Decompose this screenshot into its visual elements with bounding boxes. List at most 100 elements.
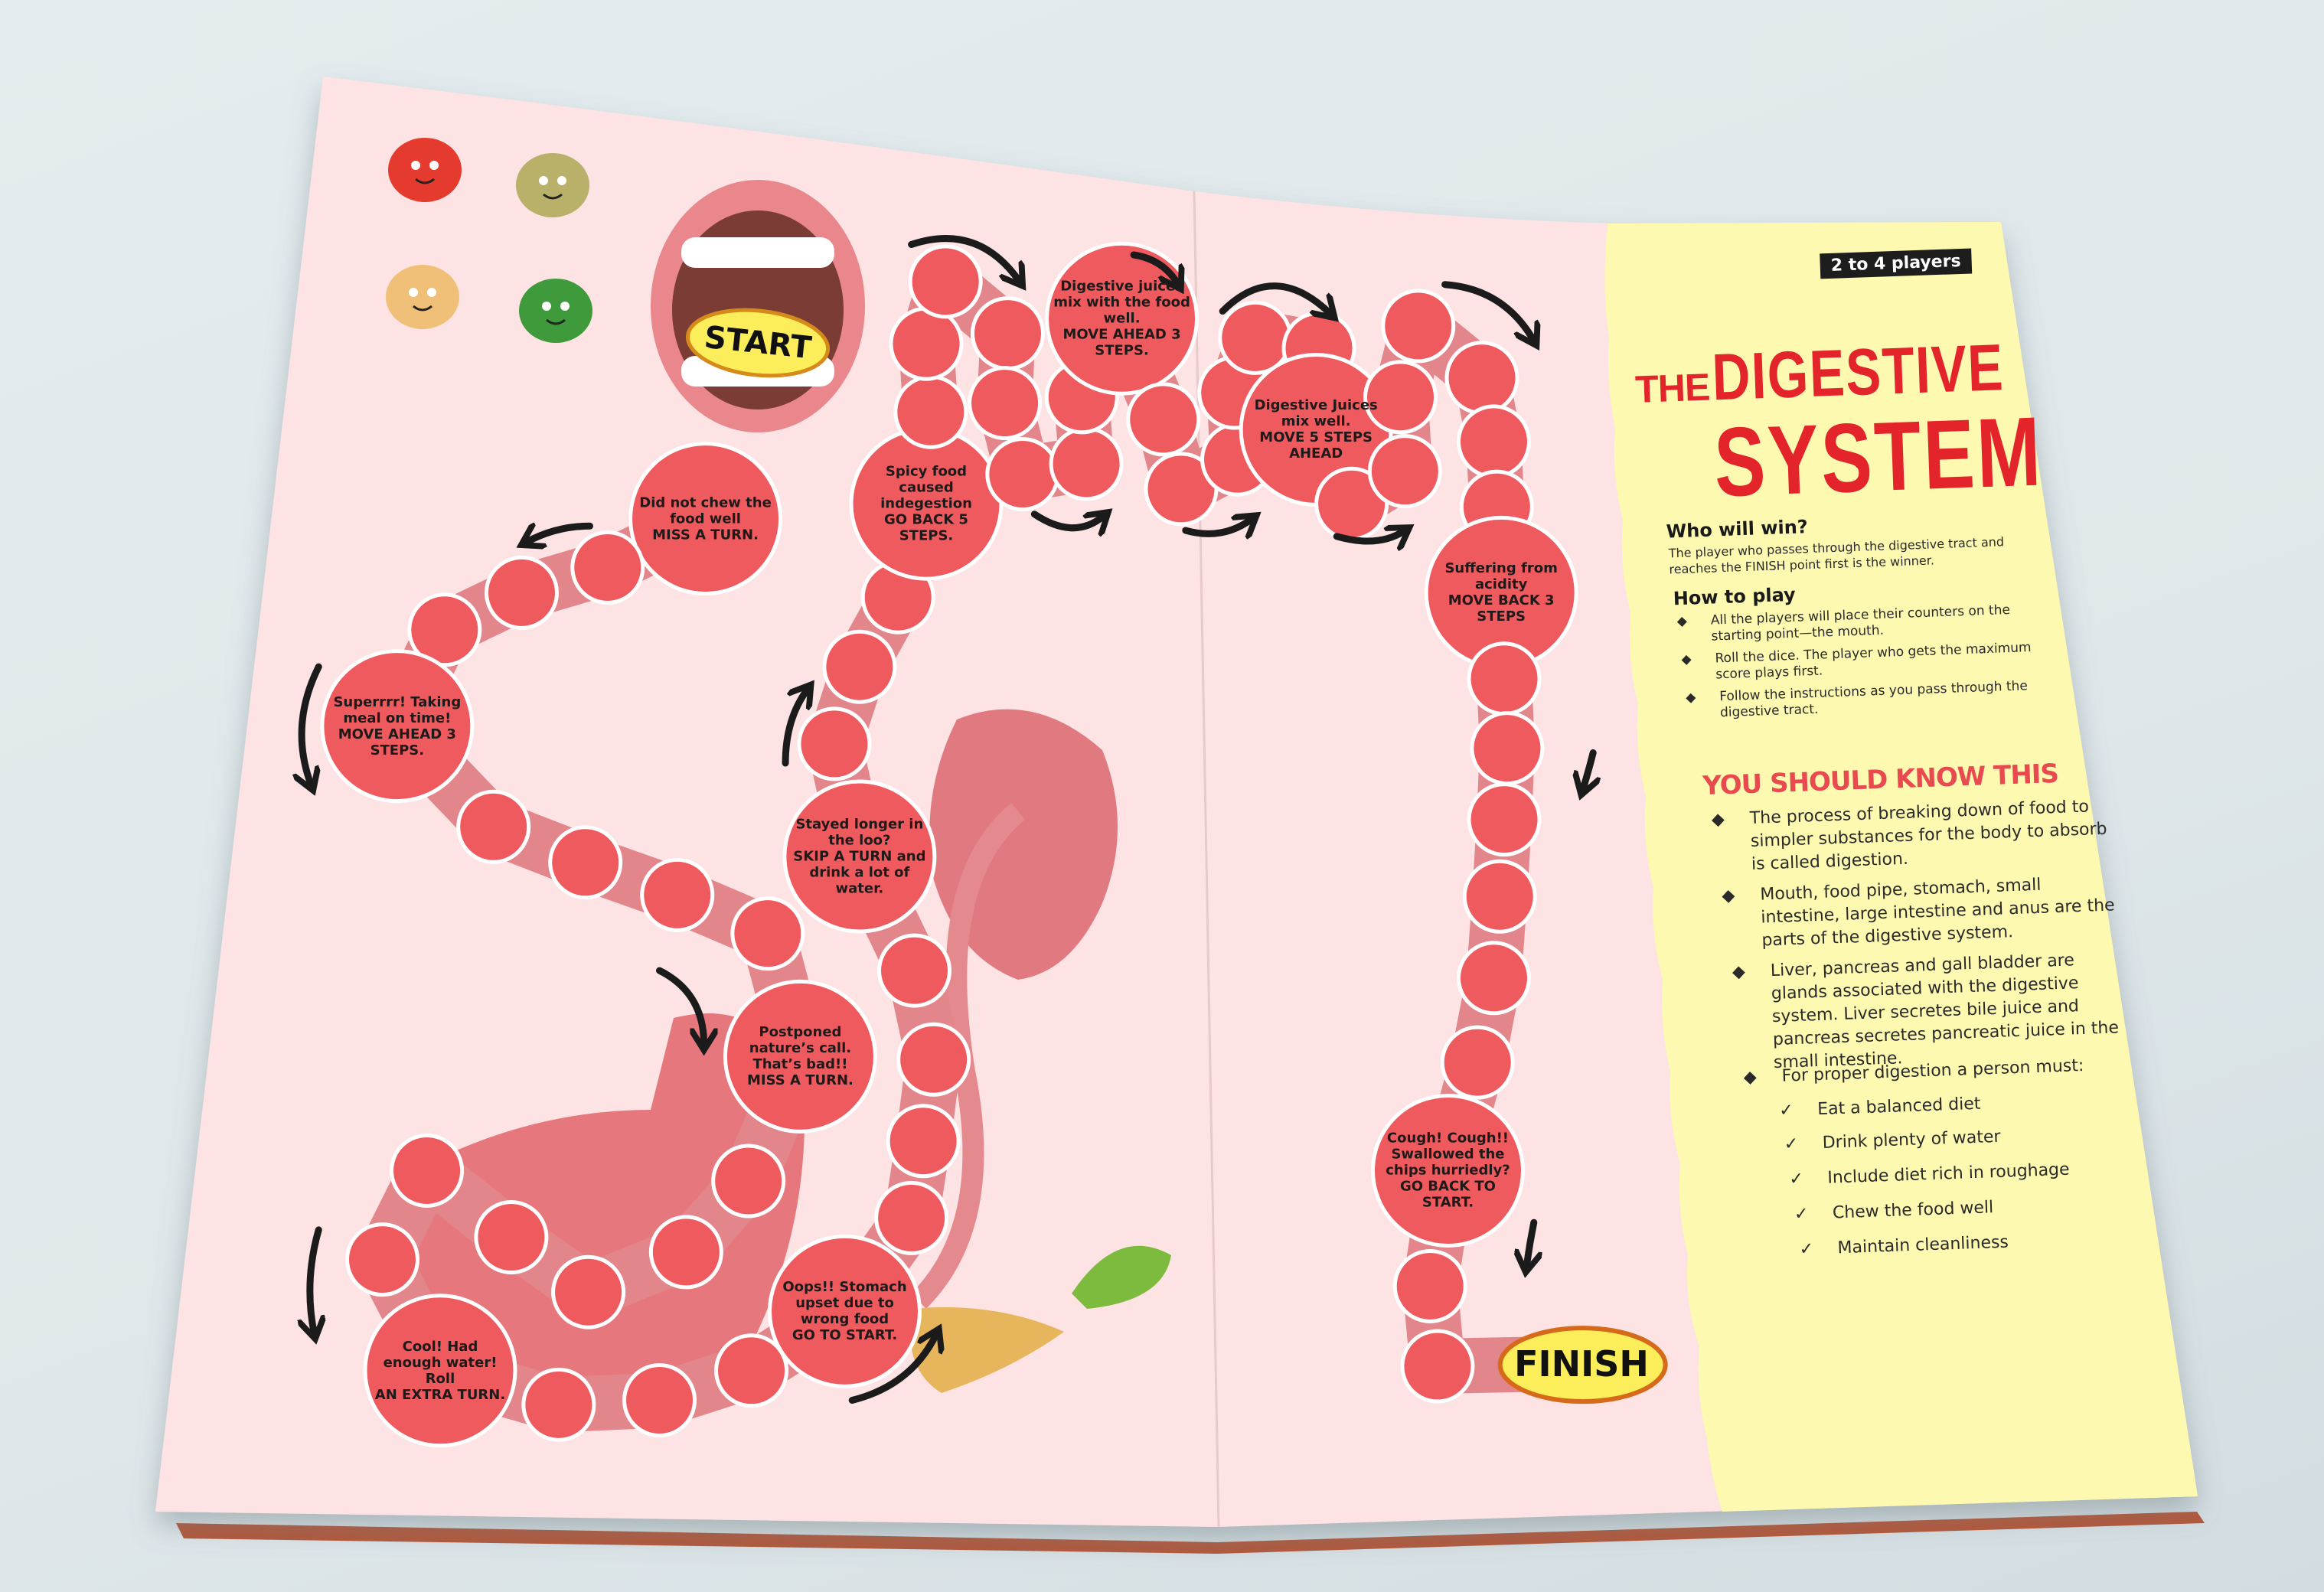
board-square[interactable] xyxy=(822,629,897,704)
board-square[interactable] xyxy=(1440,1025,1515,1100)
board-square[interactable] xyxy=(797,706,872,781)
square-text: Superrrr! Taking meal on time! xyxy=(333,693,462,726)
check-icon: ✓ xyxy=(1794,1204,1809,1225)
special-square[interactable] xyxy=(1370,1093,1525,1248)
bullet-icon: ◆ xyxy=(1681,651,1692,667)
board-square[interactable] xyxy=(886,1104,961,1179)
board-square[interactable] xyxy=(1367,434,1442,509)
special-square[interactable] xyxy=(782,779,937,934)
board-square[interactable] xyxy=(390,1133,465,1208)
upper-teeth xyxy=(681,237,834,268)
finish-oval[interactable] xyxy=(1497,1326,1668,1404)
board-square[interactable] xyxy=(1456,941,1531,1016)
board-square[interactable] xyxy=(1470,711,1545,786)
bullet-icon: ◆ xyxy=(1711,810,1725,830)
board-square[interactable] xyxy=(1049,426,1124,501)
finish-label[interactable]: FINISH xyxy=(1514,1343,1649,1385)
board-square[interactable] xyxy=(1462,859,1537,934)
stomach-pouch xyxy=(929,709,1118,980)
check-icon: ✓ xyxy=(1788,1169,1804,1189)
square-action: SKIP A TURN and drink a lot of water. xyxy=(793,848,926,897)
bullet-icon: ◆ xyxy=(1721,886,1735,906)
check-icon: ✓ xyxy=(1778,1101,1794,1121)
board-square[interactable] xyxy=(970,296,1045,371)
board-square[interactable] xyxy=(548,825,623,900)
special-square[interactable] xyxy=(320,649,475,804)
must-item-text: Eat a balanced diet xyxy=(1816,1094,1981,1120)
direction-arrow-icon xyxy=(908,235,1020,282)
special-square[interactable] xyxy=(628,442,783,596)
know-item: ◆ Mouth, food pipe, stomach, small intest… xyxy=(1722,871,2122,954)
square-action: MOVE BACK 3 STEPS xyxy=(1448,592,1555,625)
bullet-icon: ◆ xyxy=(1676,613,1688,630)
board-square[interactable] xyxy=(648,1215,723,1290)
board-square[interactable] xyxy=(896,1022,971,1097)
special-square-digestive-juices-3: Digestive juices mix with the food well.… xyxy=(1053,279,1191,359)
board-square[interactable] xyxy=(570,530,645,605)
board-square[interactable] xyxy=(407,592,482,667)
direction-arrow-icon xyxy=(1130,251,1178,285)
direction-arrow-icon xyxy=(1219,282,1330,315)
board-square[interactable] xyxy=(968,366,1043,441)
board-square[interactable] xyxy=(1467,641,1542,716)
square-text: Oops!! Stomach upset due to wrong food xyxy=(782,1279,907,1328)
board-square[interactable] xyxy=(1467,782,1542,857)
board-square[interactable] xyxy=(711,1143,786,1218)
board-square[interactable] xyxy=(908,244,983,319)
gall-bladder xyxy=(1072,1245,1171,1309)
bullet-icon: ◆ xyxy=(1732,962,1746,982)
know-item: ◆The process of breaking down of food to… xyxy=(1711,795,2111,878)
board-square[interactable] xyxy=(1363,360,1438,435)
board-square[interactable] xyxy=(484,555,559,630)
special-square[interactable] xyxy=(768,1234,922,1388)
square-action: MISS A TURN. xyxy=(652,527,759,543)
square-action: MOVE AHEAD 3 STEPS. xyxy=(338,726,456,758)
board-square[interactable] xyxy=(893,374,968,449)
check-icon: ✓ xyxy=(1799,1239,1814,1260)
pancreas xyxy=(909,1307,1064,1393)
board-square[interactable] xyxy=(1444,341,1519,416)
board-square[interactable] xyxy=(551,1254,626,1329)
bullet-icon: ◆ xyxy=(1686,690,1696,706)
board-square[interactable] xyxy=(456,789,531,864)
board-square[interactable] xyxy=(474,1200,549,1275)
board-square[interactable] xyxy=(344,1222,419,1297)
direction-arrow-icon xyxy=(1182,519,1252,534)
board-square[interactable] xyxy=(1456,404,1531,479)
square-text: Cough! Cough!! Swallowed the chips hurri… xyxy=(1386,1130,1510,1179)
square-text: Digestive Juices mix well. xyxy=(1254,397,1378,430)
board-square[interactable] xyxy=(985,437,1060,512)
board-square[interactable] xyxy=(889,306,964,381)
board-square[interactable] xyxy=(521,1367,596,1442)
board-square[interactable] xyxy=(714,1333,789,1408)
start-oval[interactable] xyxy=(684,304,831,383)
board-square[interactable] xyxy=(874,1180,949,1255)
board-square[interactable] xyxy=(1400,1329,1475,1404)
board-square[interactable] xyxy=(1392,1248,1467,1323)
special-square[interactable] xyxy=(363,1294,517,1448)
board-square[interactable] xyxy=(1381,289,1456,364)
board-square[interactable] xyxy=(622,1363,697,1438)
square-action: GO BACK 5 STEPS. xyxy=(884,511,968,544)
square-text: Cool! Had enough water! Roll xyxy=(383,1338,498,1387)
players-badge: 2 to 4 players xyxy=(1820,248,1973,279)
board-square[interactable] xyxy=(877,933,952,1008)
direction-arrow-icon xyxy=(302,663,322,785)
board-square[interactable] xyxy=(1126,382,1201,457)
title-system: SYSTEM xyxy=(1712,396,2045,518)
square-text: Stayed longer in the loo? xyxy=(795,816,924,849)
board-square[interactable] xyxy=(730,896,805,971)
direction-arrow-icon xyxy=(526,526,594,542)
know-item-text: Liver, pancreas and gall bladder are gla… xyxy=(1770,951,2120,1073)
know-item-text: Mouth, food pipe, stomach, small intesti… xyxy=(1759,875,2115,951)
how-heading: How to play xyxy=(1673,583,1797,610)
square-text: Did not chew the food well xyxy=(639,494,772,527)
check-icon: ✓ xyxy=(1784,1134,1799,1154)
direction-arrow-icon xyxy=(1583,749,1594,789)
square-action: MISS A TURN. xyxy=(747,1072,854,1089)
board-square[interactable] xyxy=(640,857,715,932)
special-square[interactable] xyxy=(723,979,877,1134)
